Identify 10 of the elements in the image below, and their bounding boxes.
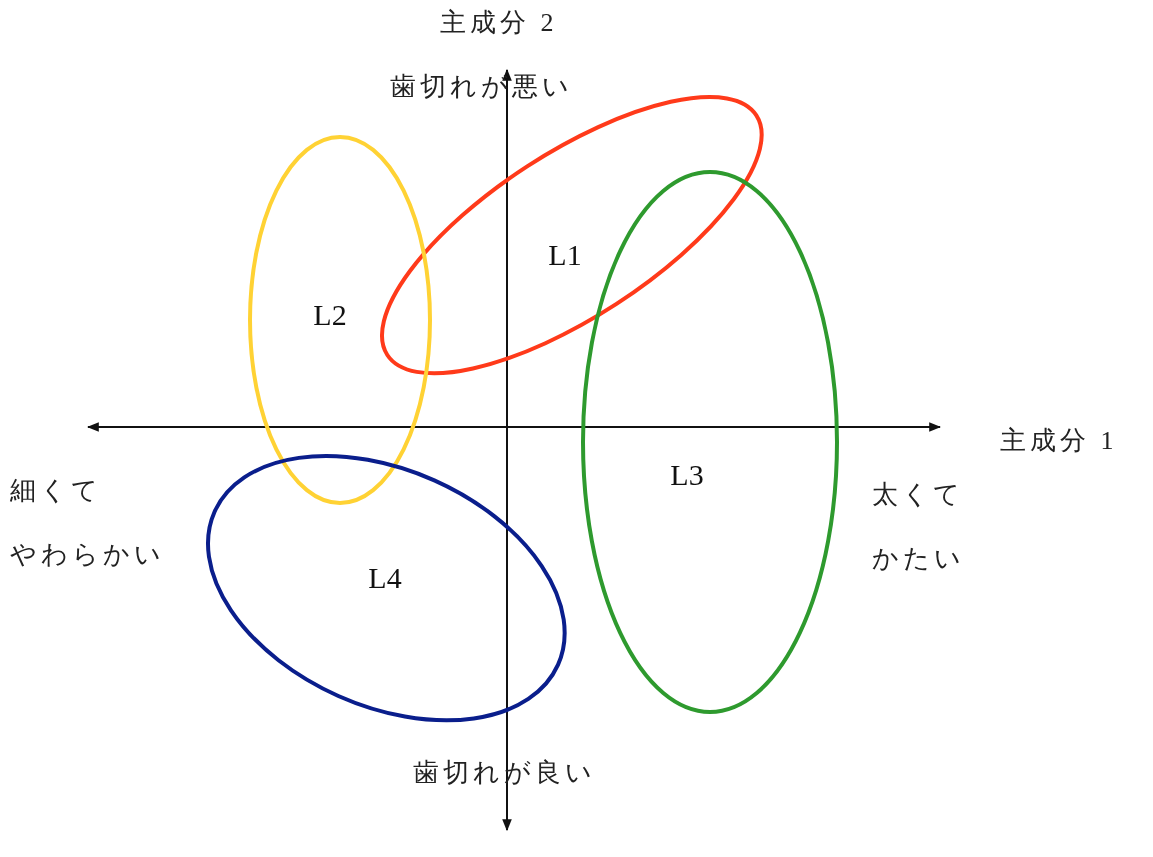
axis-pole-label: かたい: [872, 546, 965, 572]
group-label: L3: [670, 458, 704, 492]
axis-pole-label: 細くて: [10, 478, 102, 504]
axis-title: 主成分 1: [1000, 428, 1118, 454]
group-label: L4: [368, 561, 402, 595]
axis-pole-label: やわらかい: [10, 542, 165, 568]
group-label: L2: [313, 298, 347, 332]
group-label: L1: [548, 238, 582, 272]
axis-pole-label: 太くて: [872, 482, 964, 508]
axis-title: 主成分 2: [440, 10, 558, 36]
